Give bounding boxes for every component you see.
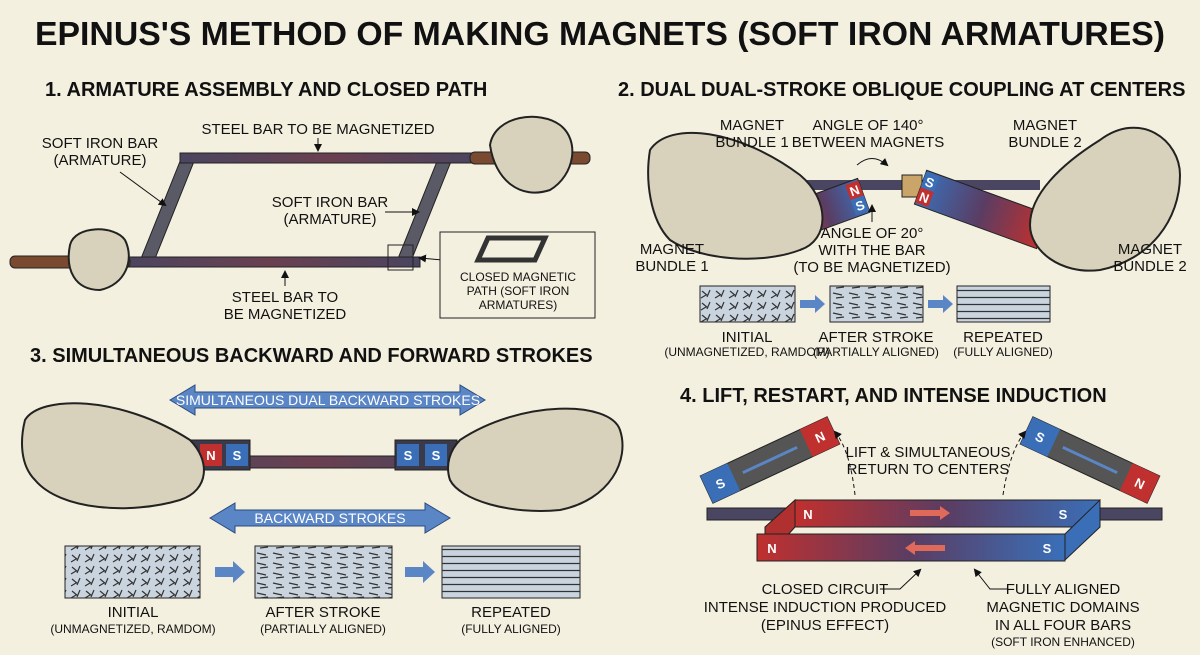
inset-label-1: CLOSED MAGNETIC bbox=[460, 270, 576, 284]
label-angle-140-2: BETWEEN MAGNETS bbox=[792, 134, 945, 151]
label-angle-20-2: WITH THE BAR bbox=[818, 242, 925, 259]
panel-intense-induction: 4. LIFT, RESTART, AND INTENSE INDUCTION … bbox=[680, 385, 1163, 649]
domain-sublabel: (UNMAGNETIZED, RAMDOM) bbox=[50, 622, 215, 636]
glove-right bbox=[1028, 126, 1182, 272]
label-fully-aligned-2: MAGNETIC DOMAINS bbox=[986, 599, 1139, 616]
panel3-heading: 3. SIMULTANEOUS BACKWARD AND FORWARD STR… bbox=[30, 345, 593, 367]
domain-sequence: INITIAL (UNMAGNETIZED, RAMDOM) AFTER STR… bbox=[50, 545, 581, 636]
label-closed-circuit-3: (EPINUS EFFECT) bbox=[761, 617, 889, 634]
glove-left bbox=[647, 131, 824, 260]
lifted-magnet-left: S N bbox=[699, 416, 841, 504]
label-fully-aligned-3: IN ALL FOUR BARS bbox=[995, 617, 1131, 634]
label-bundle1-top-2: BUNDLE 1 bbox=[715, 134, 788, 151]
panel2-heading: 2. DUAL DUAL-STROKE OBLIQUE COUPLING AT … bbox=[618, 79, 1185, 101]
domain-sublabel: (PARTIALLY ALIGNED) bbox=[813, 345, 939, 359]
label-fully-aligned-4: (SOFT IRON ENHANCED) bbox=[991, 635, 1135, 649]
domain-sequence: INITIAL (UNMAGNETIZED, RAMDOM) AFTER STR… bbox=[664, 285, 1053, 359]
label-fully-aligned: FULLY ALIGNED bbox=[1006, 581, 1121, 598]
domain-sublabel: (FULLY ALIGNED) bbox=[953, 345, 1053, 359]
domain-label: REPEATED bbox=[471, 604, 551, 621]
arrow-bottom-label: BACKWARD STROKES bbox=[254, 510, 405, 526]
label-lift: LIFT & SIMULTANEOUS bbox=[845, 444, 1010, 461]
domain-sublabel: (UNMAGNETIZED, RAMDOM) bbox=[664, 345, 829, 359]
inset-label-2: PATH (SOFT IRON bbox=[467, 284, 570, 298]
label-soft-iron-right: SOFT IRON BAR bbox=[272, 194, 389, 211]
glove-left bbox=[67, 228, 130, 292]
label-bundle1-bottom-2: BUNDLE 1 bbox=[635, 258, 708, 275]
panel-oblique-coupling: 2. DUAL DUAL-STROKE OBLIQUE COUPLING AT … bbox=[618, 79, 1187, 359]
pole-s: S bbox=[432, 448, 441, 463]
soft-iron-armature-left bbox=[137, 153, 198, 267]
double-arrow-bottom bbox=[209, 502, 451, 534]
panel-simultaneous-strokes: 3. SIMULTANEOUS BACKWARD AND FORWARD STR… bbox=[21, 345, 624, 636]
pole-s: S bbox=[233, 448, 242, 463]
pole-s: S bbox=[404, 448, 413, 463]
pole-n: N bbox=[767, 541, 776, 556]
pole-n: N bbox=[206, 448, 215, 463]
label-bundle1-top: MAGNET bbox=[720, 117, 784, 134]
label-soft-iron-right-2: (ARMATURE) bbox=[283, 211, 376, 228]
label-angle-20-3: (TO BE MAGNETIZED) bbox=[793, 259, 950, 276]
label-angle-20: ANGLE OF 20° bbox=[821, 225, 924, 242]
domain-label: REPEATED bbox=[963, 329, 1043, 346]
pole-n: N bbox=[803, 507, 812, 522]
inset-label-3: ARMATURES) bbox=[479, 298, 557, 312]
label-angle-140: ANGLE OF 140° bbox=[812, 117, 923, 134]
panel1-heading: 1. ARMATURE ASSEMBLY AND CLOSED PATH bbox=[45, 79, 487, 101]
domain-label: AFTER STROKE bbox=[265, 604, 380, 621]
label-soft-iron-left: SOFT IRON BAR bbox=[42, 135, 159, 152]
domain-sublabel: (FULLY ALIGNED) bbox=[461, 622, 561, 636]
glove-right bbox=[488, 115, 574, 194]
panel-armature-assembly: 1. ARMATURE ASSEMBLY AND CLOSED PATH SOF… bbox=[9, 79, 596, 323]
highlight-box bbox=[387, 244, 414, 271]
main-title: EPINUS'S METHOD OF MAKING MAGNETS (SOFT … bbox=[35, 15, 1165, 52]
label-bundle2-top-2: BUNDLE 2 bbox=[1008, 134, 1081, 151]
pole-s: S bbox=[1043, 541, 1052, 556]
label-closed-circuit-2: INTENSE INDUCTION PRODUCED bbox=[704, 599, 947, 616]
glove-left bbox=[21, 402, 205, 510]
magnet-bundle-2: S N bbox=[913, 169, 1050, 250]
double-arrow-top bbox=[169, 384, 486, 416]
steel-bar-bottom bbox=[119, 256, 421, 268]
domain-label: INITIAL bbox=[722, 329, 773, 346]
lifted-magnet-right: S N bbox=[1019, 416, 1161, 504]
glove-right bbox=[447, 407, 624, 512]
label-soft-iron-left-2: (ARMATURE) bbox=[53, 152, 146, 169]
label-bundle2-top: MAGNET bbox=[1013, 117, 1077, 134]
domain-sublabel: (PARTIALLY ALIGNED) bbox=[260, 622, 386, 636]
label-steel-bottom: STEEL BAR TO bbox=[232, 289, 338, 306]
domain-label: AFTER STROKE bbox=[818, 329, 933, 346]
label-steel-top: STEEL BAR TO BE MAGNETIZED bbox=[201, 121, 434, 138]
label-bundle1-bottom: MAGNET bbox=[640, 241, 704, 258]
inset-closed-path: CLOSED MAGNETIC PATH (SOFT IRON ARMATURE… bbox=[439, 231, 596, 319]
label-closed-circuit: CLOSED CIRCUIT bbox=[762, 581, 889, 598]
panel4-heading: 4. LIFT, RESTART, AND INTENSE INDUCTION bbox=[680, 385, 1107, 407]
label-steel-bottom-2: BE MAGNETIZED bbox=[224, 306, 347, 323]
steel-bar-top bbox=[179, 152, 481, 164]
domain-label: INITIAL bbox=[108, 604, 159, 621]
label-bundle2-bottom-2: BUNDLE 2 bbox=[1113, 258, 1186, 275]
label-lift-2: RETURN TO CENTERS bbox=[847, 461, 1010, 478]
label-bundle2-bottom: MAGNET bbox=[1118, 241, 1182, 258]
pole-s: S bbox=[1059, 507, 1068, 522]
arrow-top-label: SIMULTANEOUS DUAL BACKWARD STROKES bbox=[176, 392, 480, 408]
